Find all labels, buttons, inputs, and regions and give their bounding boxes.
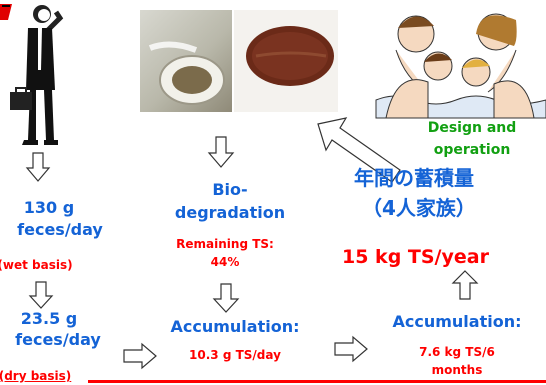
design-operation-line2: operation	[392, 142, 546, 158]
annual-accumulation-jp: 年間の蓄積量	[354, 162, 534, 191]
bottom-divider	[88, 380, 546, 383]
right-arrow-icon	[334, 336, 368, 362]
down-arrow-icon	[26, 152, 50, 182]
accumulation-sixmonth-line2: months	[372, 363, 542, 377]
family-illustration	[376, 0, 546, 118]
accumulation-title-daily: Accumulation:	[150, 317, 320, 336]
sample-photo	[234, 10, 338, 112]
accumulation-sixmonth-line1: 7.6 kg TS/6	[372, 345, 542, 359]
feces-dry-amount: 23.5 g	[0, 309, 104, 328]
wet-basis-note: (wet basis)	[0, 258, 110, 272]
businessman-illustration	[0, 0, 70, 150]
accumulation-daily-value: 10.3 g TS/day	[150, 348, 320, 362]
feces-wet-amount: 130 g	[0, 198, 104, 217]
feces-dry-unit: feces/day	[0, 330, 128, 349]
remaining-ts-label: Remaining TS:	[150, 237, 300, 251]
down-arrow-icon	[213, 283, 239, 313]
down-arrow-icon	[208, 136, 234, 168]
family-of-four-jp: （4人家族）	[362, 192, 542, 221]
down-arrow-icon	[29, 281, 53, 309]
biodegradation-label-line2: degradation	[160, 203, 300, 222]
feces-wet-unit: feces/day	[0, 220, 130, 239]
yearly-accumulation-value: 15 kg TS/year	[342, 246, 542, 268]
accumulation-title-sixmonth: Accumulation:	[372, 312, 542, 331]
remaining-ts-value: 44%	[150, 255, 300, 269]
up-arrow-icon	[452, 270, 478, 300]
design-operation-line1: Design and	[392, 120, 546, 136]
toilet-photo	[140, 10, 232, 112]
biodegradation-label-line1: Bio-	[160, 180, 300, 199]
